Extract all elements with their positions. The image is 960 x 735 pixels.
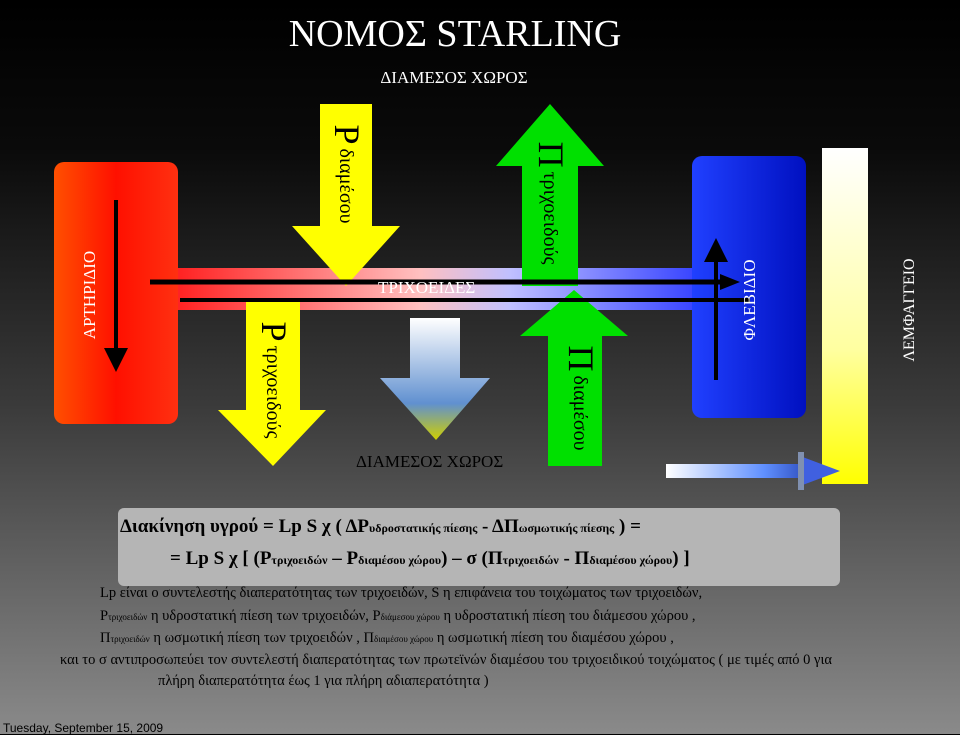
def-2a: P bbox=[100, 608, 109, 624]
pi-interstitial-caption: διαμέσου bbox=[569, 375, 592, 451]
p-capillary-arrow bbox=[218, 300, 326, 466]
definition-line-1: Lp είναι ο συντελεστής διαπερατότητας τω… bbox=[100, 585, 703, 601]
formula-2-sub3: τριχοειδών bbox=[502, 553, 559, 567]
date-footer: Tuesday, September 15, 2009 bbox=[3, 721, 164, 735]
definition-line-2: Pτριχοειδών η υδροστατική πίεση των τριχ… bbox=[100, 608, 696, 625]
def-2b: η υδροστατική πίεση των τριχοειδών, P bbox=[147, 608, 381, 624]
interstitial-space-bottom-label: ΔΙΑΜΕΣΟΣ ΧΩΡΟΣ bbox=[356, 452, 504, 471]
lymphatic-vessel bbox=[822, 148, 868, 484]
page-title: ΝΟΜΟΣ STARLING bbox=[288, 13, 622, 55]
pi-capillary-arrow bbox=[496, 104, 604, 286]
pi-interstitial-symbol: Π bbox=[560, 345, 601, 372]
def-3b: η ωσμωτική πίεση των τριχοειδών , Π bbox=[149, 630, 374, 646]
def-3a: Π bbox=[100, 630, 111, 646]
lymph-inflow-arrowhead bbox=[800, 456, 840, 486]
definition-line-5: πλήρη διαπερατότητα έως 1 για πλήρη αδια… bbox=[158, 673, 489, 689]
def-3-sub2: διαμέσου χώρου bbox=[374, 634, 434, 644]
def-2-sub2: διάμεσου χώρου bbox=[380, 612, 440, 622]
formula-2e: ) ] bbox=[672, 548, 690, 569]
definition-line-4: και το σ αντιπροσωπεύει τον συντελεστή δ… bbox=[60, 652, 832, 668]
p-capillary-symbol: P bbox=[253, 321, 294, 342]
pi-capillary-symbol: Π bbox=[530, 141, 571, 168]
vein-arrowhead bbox=[704, 238, 728, 262]
arteriole-label: ΑΡΤΗΡΙΔΙΟ bbox=[80, 250, 99, 340]
p-interstitial-arrow bbox=[292, 104, 400, 286]
lymph-inflow-bar bbox=[666, 464, 806, 478]
p-interstitial-symbol: P bbox=[326, 124, 367, 145]
formula-2a: = Lp S χ [ (P bbox=[170, 548, 272, 569]
filtration-arrow bbox=[380, 318, 490, 440]
formula-line-2: = Lp S χ [ (Pτριχοειδών – Pδιαμέσου χώρο… bbox=[170, 548, 690, 570]
definition-line-3: Πτριχοειδών η ωσμωτική πίεση των τριχοει… bbox=[100, 630, 674, 647]
formula-box bbox=[118, 508, 840, 586]
formula-2-sub1: τριχοειδών bbox=[271, 553, 328, 567]
pi-interstitial-text: Π διαμέσου bbox=[552, 338, 608, 458]
def-2c: η υδροστατική πίεση του διάμεσου χώρου , bbox=[439, 608, 696, 624]
pi-capillary-text: Π τριχοειδούς bbox=[522, 133, 578, 273]
def-3c: η ωσμωτική πίεση του διαμέσου χώρου , bbox=[433, 630, 674, 646]
formula-1a: Διακίνηση υγρού = Lp S χ ( ΔP bbox=[120, 516, 369, 537]
p-interstitial-text: P διαμέσου bbox=[318, 114, 374, 234]
capillary-label: ΤΡΙΧΟΕΙΔΕΣ bbox=[378, 278, 476, 297]
venule-label: ΦΛΕΒΙΔΙΟ bbox=[740, 259, 759, 341]
formula-1-sub1: υδροστατικής πίεσης bbox=[369, 521, 478, 535]
pi-interstitial-arrow bbox=[520, 290, 628, 466]
def-3-sub1: τριχοειδών bbox=[110, 634, 150, 644]
formula-line-1: Διακίνηση υγρού = Lp S χ ( ΔPυδροστατική… bbox=[120, 516, 641, 538]
lymph-inflow-stem bbox=[798, 452, 804, 490]
flow-arrowhead-upper bbox=[720, 274, 740, 290]
formula-2c: ) – σ (Π bbox=[441, 548, 503, 569]
p-capillary-caption: τριχοειδούς bbox=[262, 345, 285, 439]
p-interstitial-caption: διαμέσου bbox=[335, 148, 358, 224]
formula-2-sub4: διαμέσου χώρου bbox=[589, 553, 673, 567]
lymphatic-label: ΛΕΜΦΑΓΓΕΙΟ bbox=[901, 258, 918, 362]
formula-2-sub2: διαμέσου χώρου bbox=[358, 553, 442, 567]
p-capillary-text: P τριχοειδούς bbox=[245, 305, 301, 455]
formula-2d: - Π bbox=[558, 548, 590, 569]
formula-2b: – P bbox=[327, 548, 359, 569]
pi-capillary-caption: τριχοειδούς bbox=[539, 171, 562, 265]
venule-block bbox=[692, 156, 806, 418]
def-2-sub1: τριχοειδών bbox=[108, 612, 148, 622]
formula-1-sub2: ωσμωτικής πίεσης bbox=[518, 521, 615, 535]
interstitial-space-top-label: ΔΙΑΜΕΣΟΣ ΧΩΡΟΣ bbox=[380, 68, 528, 87]
formula-1b: - ΔΠ bbox=[477, 516, 519, 537]
formula-1c: ) = bbox=[614, 516, 641, 537]
artery-arrowhead bbox=[104, 348, 128, 372]
